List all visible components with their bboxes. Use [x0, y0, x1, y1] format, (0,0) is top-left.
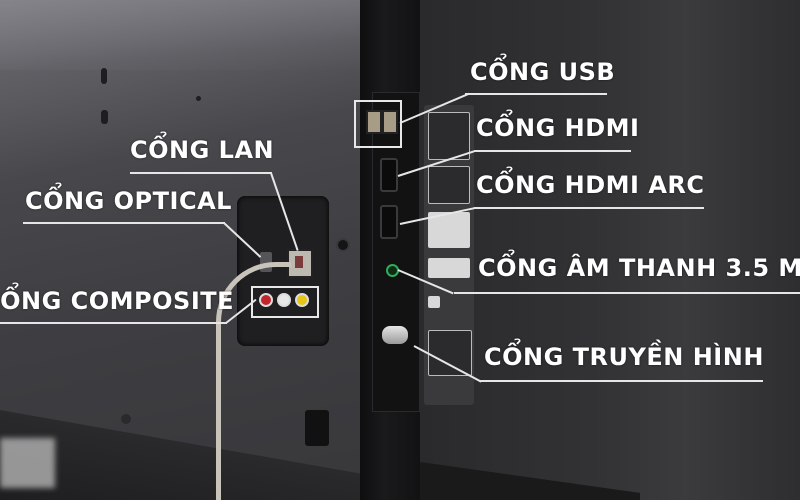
screw	[336, 238, 350, 252]
composite-highlight-frame	[251, 286, 319, 318]
antenna-label: CỔNG TRUYỀN HÌNH	[484, 343, 764, 371]
hdmi-arc-label: CỔNG HDMI ARC	[476, 171, 705, 199]
optical-label: CỔNG OPTICAL	[25, 187, 232, 215]
mount-hole	[101, 110, 108, 124]
usb-highlight-frame	[354, 100, 402, 148]
vent-slot	[305, 410, 329, 446]
lan-label: CỔNG LAN	[130, 136, 275, 164]
mount-hole	[121, 414, 131, 424]
rca-yellow-port	[295, 293, 309, 307]
antenna-label-chip	[428, 330, 472, 376]
mount-hole	[196, 96, 201, 101]
usb-port-2	[382, 110, 398, 134]
usb-label: CỔNG USB	[470, 58, 616, 86]
composite-label: CỔNG COMPOSITE	[0, 287, 235, 315]
tv-back-glare	[0, 0, 362, 70]
hdmi-arc-label-chip	[428, 212, 470, 248]
antenna-coax-port	[382, 326, 408, 344]
background-wall	[420, 0, 800, 500]
composite-callout-line-h	[0, 322, 227, 324]
hdmi-arc-callout-line-h	[474, 207, 704, 209]
side-io-bezel	[372, 92, 420, 412]
hdmi-label: CỔNG HDMI	[476, 114, 640, 142]
audio-callout-line-h	[454, 292, 800, 294]
hdmi-port	[380, 158, 398, 192]
audio-out-label-chip	[428, 258, 470, 278]
floor-reflection	[0, 438, 55, 488]
antenna-callout-line-h	[480, 380, 763, 382]
qr-code-chip	[428, 296, 440, 308]
audio-label: CỔNG ÂM THANH 3.5 MM	[478, 254, 800, 282]
lan-callout-line-h	[130, 172, 272, 174]
hdmi-label-chip	[428, 166, 470, 204]
usb-port-1	[366, 110, 382, 134]
hdmi-arc-port	[380, 205, 398, 239]
optical-callout-line-h	[23, 222, 225, 224]
hdmi-callout-line-h	[474, 150, 631, 152]
usb-label-chip	[428, 112, 470, 160]
usb-callout-line-h	[465, 93, 607, 95]
mount-hole	[101, 68, 107, 84]
